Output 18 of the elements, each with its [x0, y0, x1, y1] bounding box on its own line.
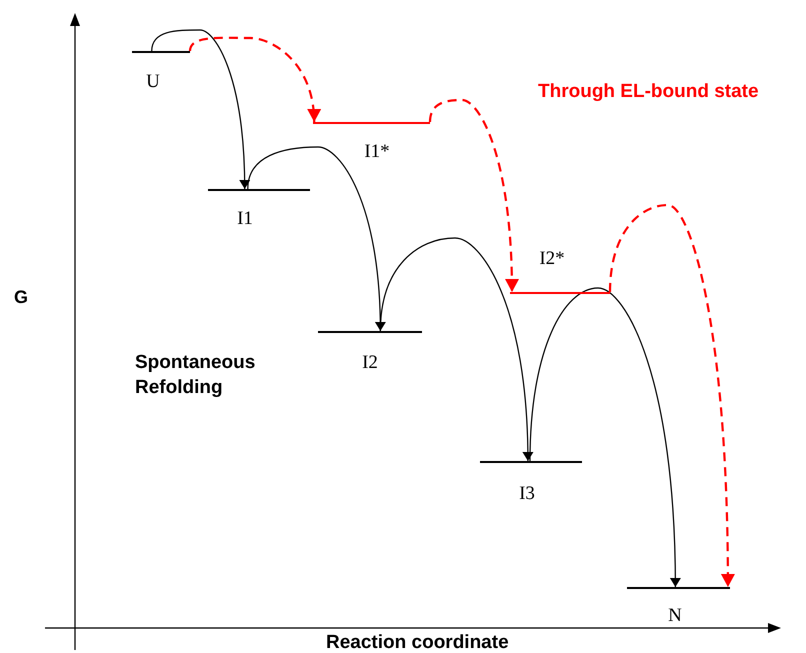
level-label: I1	[237, 209, 253, 228]
arrow	[428, 98, 518, 292]
level-label: N	[668, 606, 682, 625]
axis-label: Reaction coordinate	[326, 631, 509, 653]
level-label: I2	[362, 353, 378, 372]
level-label: I2*	[539, 249, 565, 268]
arrow	[151, 29, 250, 190]
arrow	[247, 146, 385, 332]
level-label: I3	[519, 484, 535, 503]
annotation: Spontaneous Refolding	[135, 351, 256, 400]
arrow	[188, 36, 320, 122]
level-label: U	[146, 72, 160, 91]
arrow	[529, 287, 680, 588]
axis-label: G	[14, 286, 28, 309]
arrow	[608, 204, 734, 588]
level-label: I1*	[364, 142, 390, 161]
annotation: Through EL-bound state	[538, 80, 759, 104]
arrow	[380, 237, 532, 462]
